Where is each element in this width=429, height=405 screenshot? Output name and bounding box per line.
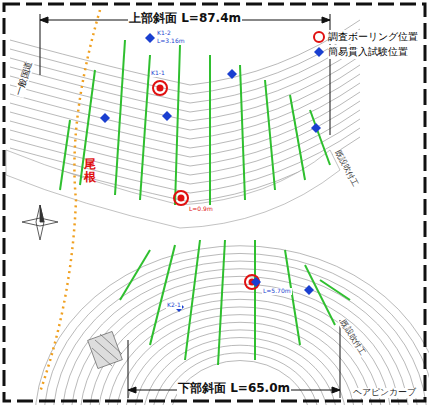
section-line	[150, 245, 175, 345]
map-label: L=5.70m	[262, 288, 292, 295]
map-label: 一般国道	[14, 59, 35, 98]
legend-swatch	[312, 30, 326, 44]
section-line	[290, 95, 305, 180]
section-line	[254, 240, 256, 360]
section-line	[60, 120, 70, 190]
section-line	[115, 40, 125, 195]
dimension-lines	[40, 14, 340, 398]
map-label: 既設吹付工	[338, 318, 368, 358]
section-line	[140, 55, 150, 200]
contour-line	[44, 253, 429, 405]
contour-line	[10, 29, 360, 94]
map-label: ヘアピンカーブ	[352, 388, 417, 398]
contour-line	[10, 56, 360, 121]
section-line	[209, 55, 211, 205]
boring-points	[153, 81, 259, 289]
contour-line	[10, 38, 360, 103]
structure	[88, 331, 123, 368]
contour-line	[89, 292, 391, 405]
section-line	[305, 265, 335, 325]
survey-lines	[60, 40, 350, 365]
contour-line	[10, 83, 360, 148]
contour-line	[62, 269, 418, 405]
contour-line	[10, 74, 360, 139]
map-label: 上部斜面 L=87.4m	[128, 12, 242, 25]
map-label: K1-2	[156, 30, 172, 37]
section-line	[175, 45, 180, 205]
section-line	[320, 280, 350, 300]
map-label: 下部斜面 L=65.0m	[177, 382, 291, 395]
legend-text: 調査ボーリング位置	[328, 30, 418, 44]
legend-swatch	[312, 45, 326, 59]
contour-line	[98, 299, 382, 405]
ridge-label: 尾根	[84, 158, 96, 184]
section-line	[185, 240, 200, 360]
compass	[22, 205, 58, 240]
contour-line	[35, 246, 429, 405]
contour-line	[53, 261, 427, 405]
map-label: K1-1	[150, 70, 166, 77]
contour-line	[10, 92, 360, 157]
legend-text: 簡易貫入試験位置	[328, 45, 408, 59]
map-label: L=0.9m	[188, 206, 214, 213]
section-line	[120, 250, 150, 300]
section-line	[240, 65, 245, 200]
section-line	[285, 250, 300, 345]
legend-row: 調査ボーリング位置	[312, 30, 418, 44]
contour-line	[10, 101, 360, 166]
contour-line	[10, 110, 360, 175]
section-line	[265, 80, 275, 190]
contour-line	[134, 330, 346, 405]
contour-line	[10, 65, 360, 130]
map-label: K2-1	[166, 302, 182, 309]
frame	[4, 4, 425, 401]
section-line	[218, 240, 225, 365]
contour-line	[161, 353, 319, 405]
penetration-points	[100, 33, 321, 312]
contour-line	[10, 20, 360, 85]
road	[6, 150, 340, 228]
ridge-line	[40, 10, 100, 392]
contour-line	[152, 345, 328, 405]
map-label: L=3.16m	[156, 38, 186, 45]
contour-line	[143, 338, 337, 405]
legend-row: 簡易貫入試験位置	[312, 45, 408, 59]
contour-line	[10, 47, 360, 112]
contour-line	[125, 322, 355, 405]
section-line	[310, 110, 330, 165]
